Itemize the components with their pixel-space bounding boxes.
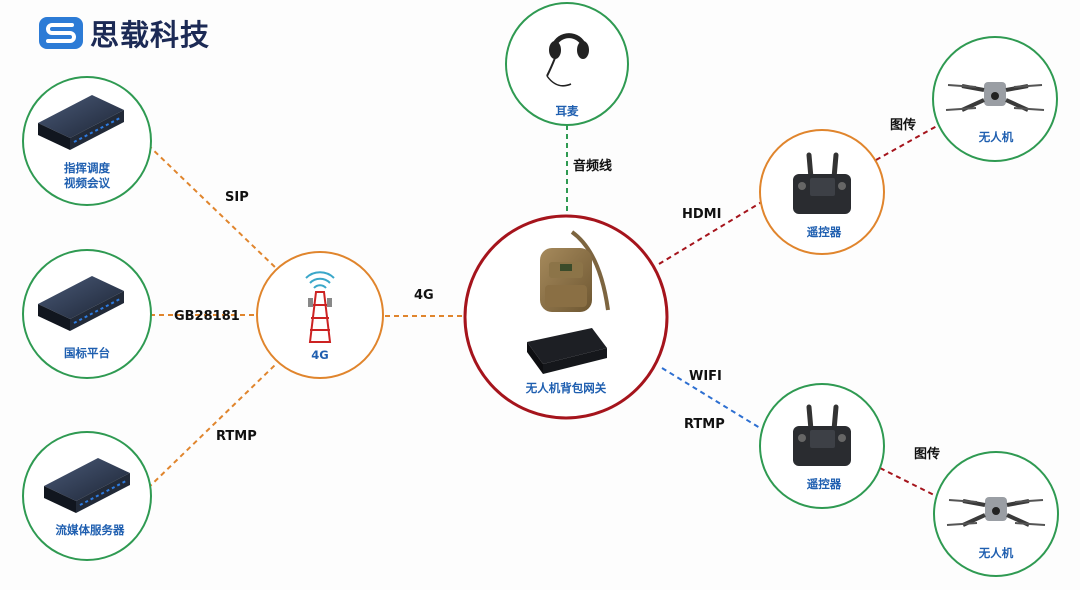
node-remote-bottom: 遥控器	[759, 383, 885, 509]
node-command-video: 指挥调度 视频会议	[22, 76, 152, 206]
server-icon	[44, 458, 130, 513]
node-headset: 耳麦	[505, 2, 629, 126]
edge-label-audio: 音频线	[573, 158, 612, 174]
edge-label-sip: SIP	[225, 190, 249, 205]
node-drone-top: 无人机	[932, 36, 1058, 162]
remote-controller-icon	[793, 404, 851, 466]
edge-label-rtmp-left: RTMP	[216, 429, 257, 444]
brand-logo: 思载科技	[38, 12, 210, 54]
node-label-drone-top: 无人机	[978, 130, 1014, 144]
server-icon	[38, 276, 124, 331]
node-label-headset: 耳麦	[556, 104, 579, 118]
node-national-platform: 国标平台	[22, 249, 152, 379]
node-drone-bottom: 无人机	[933, 451, 1059, 577]
node-label-platform: 国标平台	[64, 346, 110, 360]
connectors	[147, 121, 945, 501]
edge-label-video-top: 图传	[890, 117, 916, 133]
edge-video-top	[875, 121, 945, 161]
edge-label-video-bottom: 图传	[914, 446, 940, 462]
s-logo-icon	[39, 17, 83, 49]
edge-label-wifi: WIFI	[689, 369, 722, 384]
server-icon	[38, 95, 124, 150]
node-label-command: 指挥调度	[64, 161, 110, 175]
node-label-drone-bottom: 无人机	[978, 546, 1014, 560]
edge-video-bottom	[879, 467, 945, 501]
backpack-gateway-icon	[527, 230, 610, 374]
headset-icon	[546, 33, 589, 87]
cell-tower-icon	[305, 271, 335, 343]
node-label-4g: 4G	[311, 348, 328, 362]
brand-name: 思载科技	[90, 18, 211, 52]
node-4g-tower: 4G	[256, 251, 384, 379]
node-label-rc-top: 遥控器	[807, 225, 842, 239]
node-remote-top: 遥控器	[759, 129, 885, 255]
node-label-video-conf: 视频会议	[64, 176, 110, 190]
remote-controller-icon	[793, 152, 851, 214]
edge-sip	[147, 144, 279, 271]
node-media-server: 流媒体服务器	[22, 431, 152, 561]
drone-icon	[945, 82, 1045, 112]
node-label-rc-bottom: 遥控器	[807, 477, 842, 491]
edge-label-hdmi: HDMI	[682, 207, 721, 222]
node-label-media: 流媒体服务器	[56, 523, 125, 537]
edge-hdmi	[658, 199, 766, 265]
edge-rtmp-left	[147, 364, 276, 489]
node-backpack-gateway: 无人机背包网关	[463, 214, 669, 420]
edge-label-rtmp-right: RTMP	[684, 417, 725, 432]
drone-icon	[946, 497, 1046, 527]
edge-label-4g: 4G	[414, 288, 434, 303]
edge-label-gb28181: GB28181	[174, 309, 240, 324]
edge-wifi	[661, 367, 761, 429]
node-label-gateway: 无人机背包网关	[525, 381, 607, 395]
